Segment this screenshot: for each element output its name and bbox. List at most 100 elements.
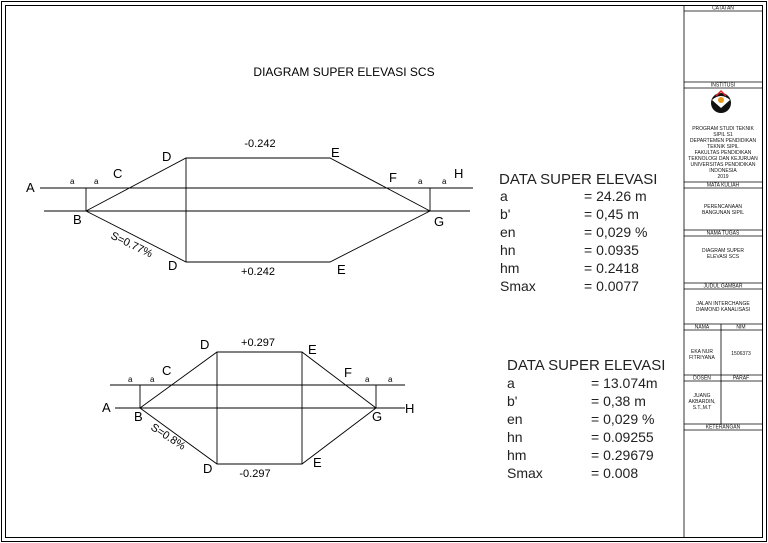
institution-line: UNIVERSITAS PENDIDIKAN bbox=[691, 162, 756, 168]
data2-label: en bbox=[507, 411, 523, 427]
data-table-1: DATA SUPER ELEVASI a = 24.26 m b' = 0,45… bbox=[499, 171, 657, 294]
course-line: PERENCANAAN bbox=[704, 204, 742, 210]
lecturer-line: AKBARDIN, bbox=[689, 399, 716, 405]
data2-heading: DATA SUPER ELEVASI bbox=[507, 357, 665, 374]
data-table-2: DATA SUPER ELEVASI a = 13.074m b' = 0,38… bbox=[507, 357, 665, 481]
inner-border bbox=[5, 5, 763, 538]
d1-label-f: F bbox=[389, 170, 397, 185]
data2-label: hn bbox=[507, 429, 523, 445]
data2-label: a bbox=[507, 375, 515, 391]
institution-line: DEPARTEMEN PENDIDIKAN bbox=[690, 138, 757, 144]
data1-value: = 0.0077 bbox=[584, 278, 639, 294]
d2-a-label-3: a bbox=[365, 375, 370, 384]
drawing-line: DIAMOND KANALISASI bbox=[696, 307, 750, 313]
diagram-2-labels: A B C D E F G H D E a a a a +0.297 -0.29… bbox=[102, 337, 414, 480]
institution-line: INDONESIA bbox=[709, 168, 737, 174]
d2-label-h: H bbox=[405, 401, 414, 416]
drawing-line: JALAN INTERCHANGE bbox=[696, 301, 750, 307]
d2-label-c: C bbox=[162, 363, 171, 378]
institution-line: SIPIL S1 bbox=[713, 132, 733, 138]
d2-label-d-top: D bbox=[200, 337, 209, 352]
course-line: BANGUNAN SIPIL bbox=[702, 210, 744, 216]
nim-header: NIM bbox=[736, 325, 745, 331]
d1-bottom-profile bbox=[85, 210, 431, 263]
d1-label-e-top: E bbox=[331, 145, 340, 160]
d1-label-d-top: D bbox=[162, 149, 171, 164]
catatan-header: CATATAN bbox=[712, 6, 734, 12]
data1-label: b' bbox=[500, 206, 510, 222]
institution-line: TEKNOLOGI DAN KEJURUAN bbox=[688, 156, 758, 162]
d2-bottom-profile bbox=[139, 407, 377, 465]
diagram-2 bbox=[110, 351, 405, 465]
data2-value: = 0.008 bbox=[591, 465, 638, 481]
data2-value: = 0.29679 bbox=[591, 447, 654, 463]
nama-header: NAMA bbox=[695, 325, 710, 331]
judul-gambar-header: JUDUL GAMBAR bbox=[704, 284, 743, 290]
lecturer-line: JUANG bbox=[694, 393, 711, 399]
d2-slope-label: S=0.8% bbox=[148, 421, 187, 452]
d2-label-e-top: E bbox=[308, 342, 317, 357]
institution-line: 2019 bbox=[717, 174, 728, 180]
title-block-text: CATATAN INSTITUSI PROGRAM STUDI TEKNIK S… bbox=[688, 6, 758, 431]
d1-bottom-value: +0.242 bbox=[241, 266, 275, 278]
data2-value: = 0,029 % bbox=[591, 411, 654, 427]
dosen-header: DOSEN bbox=[693, 376, 711, 382]
d1-label-b: B bbox=[73, 212, 82, 227]
d2-bottom-value: -0.297 bbox=[239, 468, 270, 480]
data1-value: = 0.2418 bbox=[584, 260, 639, 276]
data1-label: hm bbox=[500, 260, 519, 276]
data1-value: = 0,029 % bbox=[584, 224, 647, 240]
nama-tugas-header: NAMA TUGAS bbox=[707, 231, 740, 237]
data2-label: hm bbox=[507, 447, 526, 463]
d2-top-value: +0.297 bbox=[241, 337, 275, 349]
diagram-1 bbox=[40, 157, 473, 263]
data1-label: en bbox=[500, 224, 516, 240]
data1-value: = 0.0935 bbox=[584, 242, 639, 258]
institution-line: FAKULTAS PENDIDIKAN bbox=[695, 150, 752, 156]
data1-label: a bbox=[500, 188, 508, 204]
data2-value: = 0,38 m bbox=[591, 393, 646, 409]
data2-value: = 0.09255 bbox=[591, 429, 654, 445]
institution-line: PROGRAM STUDI TEKNIK bbox=[692, 126, 754, 132]
data2-label: Smax bbox=[507, 465, 543, 481]
title-block-frame bbox=[683, 5, 762, 538]
task-line: DIAGRAM SUPER bbox=[702, 248, 744, 254]
data1-label: hn bbox=[500, 242, 516, 258]
data1-value: = 0,45 m bbox=[584, 206, 639, 222]
d1-a-label-4: a bbox=[442, 177, 447, 186]
institution-line: TEKNIK SIPIL bbox=[707, 144, 739, 150]
d1-top-value: -0.242 bbox=[244, 138, 275, 150]
d2-top-profile bbox=[139, 351, 377, 409]
d1-label-h: H bbox=[454, 166, 463, 181]
institusi-header: INSTITUSI bbox=[711, 83, 735, 89]
d1-label-a: A bbox=[26, 180, 35, 195]
d2-a-label-1: a bbox=[128, 375, 133, 384]
d1-label-d-bottom: D bbox=[168, 258, 177, 273]
d1-a-label-3: a bbox=[418, 177, 423, 186]
mata-kuliah-header: MATA KULIAH bbox=[707, 183, 740, 189]
d1-label-c: C bbox=[113, 166, 122, 181]
d2-a-label-2: a bbox=[150, 375, 155, 384]
data1-heading: DATA SUPER ELEVASI bbox=[499, 171, 657, 188]
d1-label-g: G bbox=[434, 214, 444, 229]
keterangan-header: KETERANGAN bbox=[706, 425, 741, 431]
data2-value: = 13.074m bbox=[591, 375, 658, 391]
d2-label-b: B bbox=[134, 409, 143, 424]
student-line: EKA NUR bbox=[691, 349, 713, 355]
d2-label-g: G bbox=[372, 409, 382, 424]
d2-a-label-4: a bbox=[388, 375, 393, 384]
d2-label-e-bottom: E bbox=[313, 455, 322, 470]
page-title: DIAGRAM SUPER ELEVASI SCS bbox=[253, 65, 434, 79]
task-line: ELEVASI SCS bbox=[707, 254, 740, 260]
lecturer-line: S.T.,M.T bbox=[693, 405, 712, 411]
d1-label-e-bottom: E bbox=[337, 262, 346, 277]
d1-a-label-1: a bbox=[70, 177, 75, 186]
student-line: FITRIYANA bbox=[689, 355, 715, 361]
d2-label-a: A bbox=[102, 400, 111, 415]
paraf-header: PARAF bbox=[733, 376, 749, 382]
data2-label: b' bbox=[507, 393, 517, 409]
d2-label-d-bottom: D bbox=[203, 461, 212, 476]
student-nim: 1506373 bbox=[731, 351, 751, 357]
